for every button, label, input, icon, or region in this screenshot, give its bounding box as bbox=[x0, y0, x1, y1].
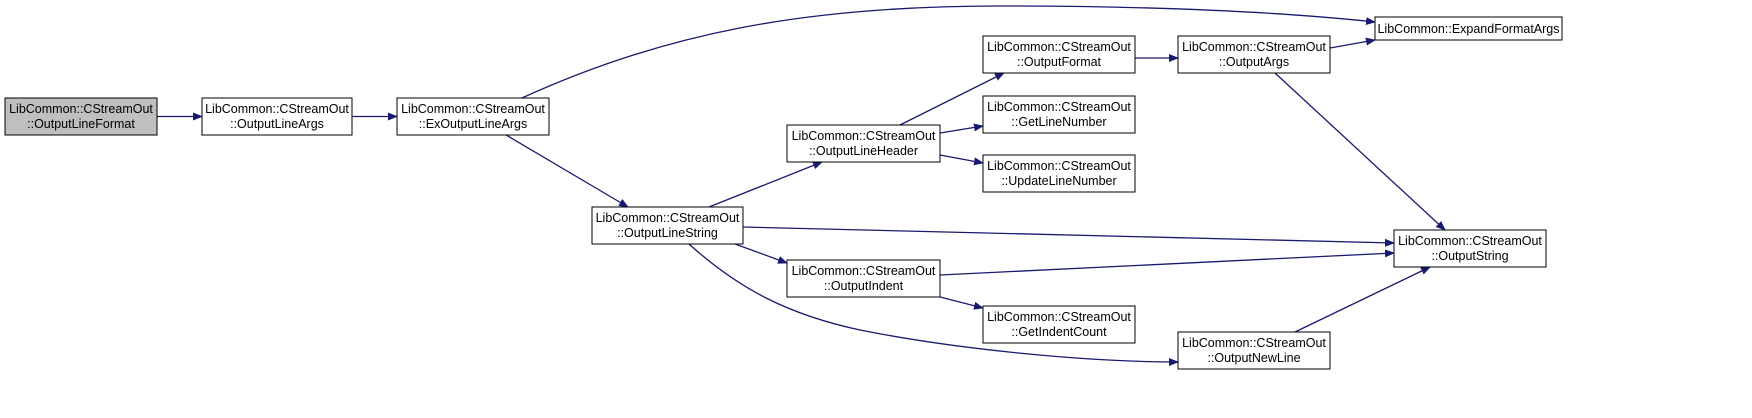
node-n3[interactable]: LibCommon::CStreamOut::OutputLineString bbox=[591, 206, 744, 245]
node-box[interactable] bbox=[1177, 35, 1331, 74]
edge-line bbox=[708, 161, 823, 208]
node-label-line1: LibCommon::CStreamOut bbox=[1398, 234, 1542, 248]
edge-n2-n12 bbox=[521, 5, 1376, 99]
edge-line bbox=[688, 243, 1179, 366]
node-label-line2: ::OutputString bbox=[1431, 249, 1508, 263]
node-label-line1: LibCommon::CStreamOut bbox=[987, 159, 1131, 173]
node-label-line1: LibCommon::CStreamOut bbox=[401, 102, 545, 116]
node-box[interactable] bbox=[591, 206, 744, 245]
node-label: LibCommon::ExpandFormatArgs bbox=[1377, 22, 1559, 36]
node-n8[interactable]: LibCommon::CStreamOut::UpdateLineNumber bbox=[982, 154, 1136, 193]
node-label-line1: LibCommon::CStreamOut bbox=[596, 211, 740, 225]
node-label-line2: ::OutputNewLine bbox=[1207, 351, 1300, 365]
edge-line bbox=[939, 123, 984, 134]
node-label-line1: LibCommon::CStreamOut bbox=[987, 310, 1131, 324]
node-box[interactable] bbox=[1374, 16, 1563, 41]
node-box[interactable] bbox=[786, 259, 941, 298]
node-label-line1: LibCommon::CStreamOut bbox=[987, 100, 1131, 114]
node-box[interactable] bbox=[1393, 229, 1547, 268]
node-box[interactable] bbox=[201, 97, 353, 136]
node-n7[interactable]: LibCommon::CStreamOut::GetLineNumber bbox=[982, 95, 1136, 134]
node-label-line2: ::OutputLineHeader bbox=[809, 144, 918, 158]
edge-n2-n3 bbox=[505, 134, 629, 208]
edge-line bbox=[1294, 266, 1431, 333]
edge-n11-n13 bbox=[1274, 72, 1446, 231]
edge-n4-n6 bbox=[899, 72, 1005, 126]
edge-line bbox=[939, 296, 984, 310]
edge-line bbox=[939, 249, 1395, 276]
node-n13[interactable]: LibCommon::CStreamOut::OutputString bbox=[1393, 229, 1547, 268]
node-box[interactable] bbox=[1177, 331, 1331, 370]
node-label-line1: LibCommon::CStreamOut bbox=[1182, 40, 1326, 54]
node-n11[interactable]: LibCommon::CStreamOut::OutputArgs bbox=[1177, 35, 1331, 74]
node-label-line1: LibCommon::CStreamOut bbox=[792, 129, 936, 143]
node-box[interactable] bbox=[396, 97, 550, 136]
edge-n4-n8 bbox=[939, 154, 984, 166]
node-n0[interactable]: LibCommon::CStreamOut::OutputLineFormat bbox=[4, 97, 158, 136]
node-label-line2: ::GetLineNumber bbox=[1011, 115, 1106, 129]
edge-n4-n7 bbox=[939, 123, 984, 134]
edges-layer bbox=[157, 5, 1446, 366]
node-label-line2: ::OutputLineFormat bbox=[27, 117, 135, 131]
node-label-line2: ::OutputIndent bbox=[824, 279, 904, 293]
node-box[interactable] bbox=[982, 305, 1136, 344]
edge-n3-n10 bbox=[688, 243, 1179, 366]
edge-line bbox=[521, 5, 1376, 99]
nodes-layer: LibCommon::CStreamOut::OutputLineFormatL… bbox=[4, 16, 1563, 370]
node-box[interactable] bbox=[982, 154, 1136, 193]
edge-n10-n13 bbox=[1294, 266, 1431, 333]
edge-n5-n9 bbox=[939, 296, 984, 310]
node-box[interactable] bbox=[4, 97, 158, 136]
edge-n5-n13 bbox=[939, 249, 1395, 276]
node-label-line2: ::OutputLineString bbox=[617, 226, 718, 240]
node-box[interactable] bbox=[982, 35, 1136, 74]
node-label-line1: LibCommon::CStreamOut bbox=[1182, 336, 1326, 350]
node-n2[interactable]: LibCommon::CStreamOut::ExOutputLineArgs bbox=[396, 97, 550, 136]
node-n6[interactable]: LibCommon::CStreamOut::OutputFormat bbox=[982, 35, 1136, 74]
edge-line bbox=[1329, 37, 1376, 49]
edge-n11-n12 bbox=[1329, 37, 1376, 49]
node-label-line1: LibCommon::CStreamOut bbox=[792, 264, 936, 278]
node-label-line2: ::ExOutputLineArgs bbox=[419, 117, 527, 131]
node-label-line2: ::OutputLineArgs bbox=[230, 117, 324, 131]
node-label-line1: LibCommon::CStreamOut bbox=[987, 40, 1131, 54]
node-label-line1: LibCommon::CStreamOut bbox=[9, 102, 153, 116]
node-n1[interactable]: LibCommon::CStreamOut::OutputLineArgs bbox=[201, 97, 353, 136]
node-n5[interactable]: LibCommon::CStreamOut::OutputIndent bbox=[786, 259, 941, 298]
node-label-line2: ::OutputFormat bbox=[1017, 55, 1102, 69]
edge-line bbox=[899, 72, 1005, 126]
node-n9[interactable]: LibCommon::CStreamOut::GetIndentCount bbox=[982, 305, 1136, 344]
node-label-line2: ::GetIndentCount bbox=[1011, 325, 1107, 339]
node-box[interactable] bbox=[786, 124, 941, 163]
edge-n3-n13 bbox=[742, 226, 1395, 247]
edge-line bbox=[939, 154, 984, 166]
node-box[interactable] bbox=[982, 95, 1136, 134]
node-n4[interactable]: LibCommon::CStreamOut::OutputLineHeader bbox=[786, 124, 941, 163]
node-n10[interactable]: LibCommon::CStreamOut::OutputNewLine bbox=[1177, 331, 1331, 370]
node-label-line2: ::OutputArgs bbox=[1219, 55, 1289, 69]
edge-line bbox=[742, 226, 1395, 247]
node-label-line2: ::UpdateLineNumber bbox=[1001, 174, 1116, 188]
edge-line bbox=[505, 134, 629, 208]
edge-line bbox=[1274, 72, 1446, 231]
node-label-line1: LibCommon::CStreamOut bbox=[205, 102, 349, 116]
edge-line bbox=[734, 243, 788, 264]
edge-n3-n5 bbox=[734, 243, 788, 264]
node-n12[interactable]: LibCommon::ExpandFormatArgs bbox=[1374, 16, 1563, 41]
edge-n3-n4 bbox=[708, 161, 823, 208]
